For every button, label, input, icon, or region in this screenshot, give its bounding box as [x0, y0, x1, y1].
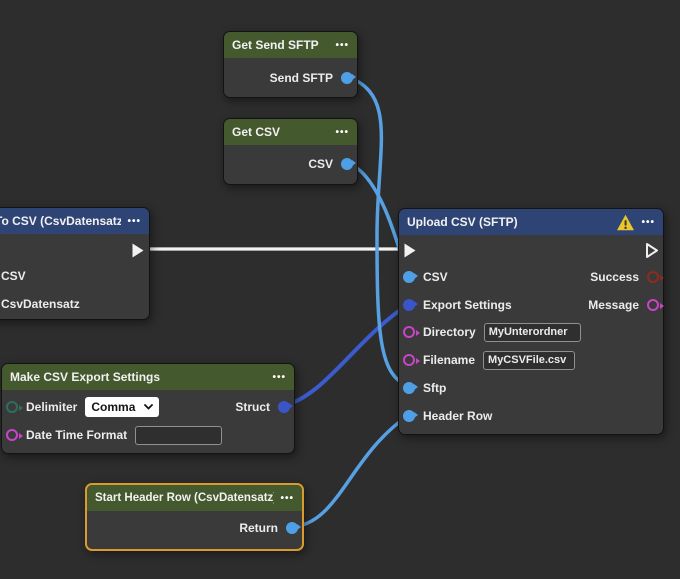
node-header: Get Send SFTP ••• — [224, 32, 357, 58]
exec-output-pin[interactable] — [645, 242, 659, 259]
exec-output-pin[interactable] — [131, 242, 145, 259]
node-make-csv-export-settings[interactable]: Make CSV Export Settings ••• Delimiter C… — [1, 363, 295, 454]
node-title: Get CSV — [232, 125, 281, 139]
menu-dots-icon[interactable]: ••• — [335, 39, 349, 51]
wire-struct-to-export-settings[interactable] — [281, 304, 408, 408]
input-label: CSV — [423, 270, 448, 284]
input-label: CSV — [1, 269, 26, 283]
output-label: Struct — [235, 400, 270, 414]
node-header: Make CSV Export Settings ••• — [2, 364, 294, 390]
wire-sendsftp-to-sftp[interactable] — [346, 75, 408, 387]
output-label: Message — [588, 298, 639, 312]
node-header: Upload CSV (SFTP) ••• — [399, 209, 663, 235]
node-upload-csv-sftp[interactable]: Upload CSV (SFTP) ••• CSV Success — [398, 208, 664, 435]
port-date-time-format-input[interactable] — [6, 429, 23, 441]
port-header-row-input[interactable] — [403, 410, 418, 422]
input-label: Delimiter — [26, 400, 78, 414]
delimiter-selected-value: Comma — [91, 400, 136, 414]
menu-dots-icon[interactable]: ••• — [280, 492, 294, 504]
node-header: Start Header Row (CsvDatensatz) ••• — [87, 485, 302, 511]
port-return-output[interactable] — [286, 522, 301, 534]
menu-dots-icon[interactable]: ••• — [335, 126, 349, 138]
exec-input-pin[interactable] — [403, 242, 417, 259]
output-label: CSV — [308, 157, 333, 171]
node-title: Get Send SFTP — [232, 38, 319, 52]
port-sftp-input[interactable] — [403, 382, 418, 394]
port-success-output[interactable] — [647, 271, 664, 283]
port-csv-output[interactable] — [341, 158, 356, 170]
output-label: Return — [239, 521, 278, 535]
node-get-send-sftp[interactable]: Get Send SFTP ••• Send SFTP — [223, 31, 358, 98]
node-header: To CSV (CsvDatensatz) ••• — [0, 208, 149, 234]
menu-dots-icon[interactable]: ••• — [641, 216, 655, 228]
port-message-output[interactable] — [647, 299, 664, 311]
port-export-settings-input[interactable] — [403, 299, 418, 311]
port-struct-output[interactable] — [278, 401, 293, 413]
input-label: Header Row — [423, 409, 493, 423]
chevron-down-icon — [144, 404, 154, 410]
wire-return-to-header-row[interactable] — [288, 415, 408, 529]
menu-dots-icon[interactable]: ••• — [272, 371, 286, 383]
node-title: Start Header Row (CsvDatensatz) — [95, 492, 275, 504]
node-title: To CSV (CsvDatensatz) — [0, 214, 122, 228]
node-title: Upload CSV (SFTP) — [407, 215, 518, 229]
node-title: Make CSV Export Settings — [10, 370, 161, 384]
input-label: Directory — [423, 325, 476, 339]
output-label: Success — [590, 270, 639, 284]
input-label: Filename — [423, 353, 476, 367]
node-start-header-row[interactable]: Start Header Row (CsvDatensatz) ••• Retu… — [85, 483, 304, 551]
input-label: Export Settings — [423, 298, 512, 312]
filename-input[interactable] — [483, 350, 576, 370]
date-time-format-input[interactable] — [135, 425, 223, 445]
warning-icon[interactable] — [616, 214, 635, 231]
port-filename-input[interactable] — [403, 354, 420, 366]
output-label: Send SFTP — [269, 71, 333, 85]
port-send-sftp-output[interactable] — [341, 72, 356, 84]
node-to-csv[interactable]: To CSV (CsvDatensatz) ••• CSV CsvDatensa… — [0, 207, 150, 320]
input-label: Date Time Format — [26, 428, 128, 442]
port-delimiter-input[interactable] — [6, 401, 23, 413]
menu-dots-icon[interactable]: ••• — [127, 215, 141, 227]
port-csv-input[interactable] — [403, 271, 418, 283]
directory-input[interactable] — [483, 322, 581, 342]
node-header: Get CSV ••• — [224, 119, 357, 145]
port-directory-input[interactable] — [403, 326, 420, 338]
delimiter-select[interactable]: Comma — [85, 397, 160, 417]
node-get-csv[interactable]: Get CSV ••• CSV — [223, 118, 358, 185]
input-label: Sftp — [423, 381, 447, 395]
input-label: CsvDatensatz — [1, 297, 80, 311]
